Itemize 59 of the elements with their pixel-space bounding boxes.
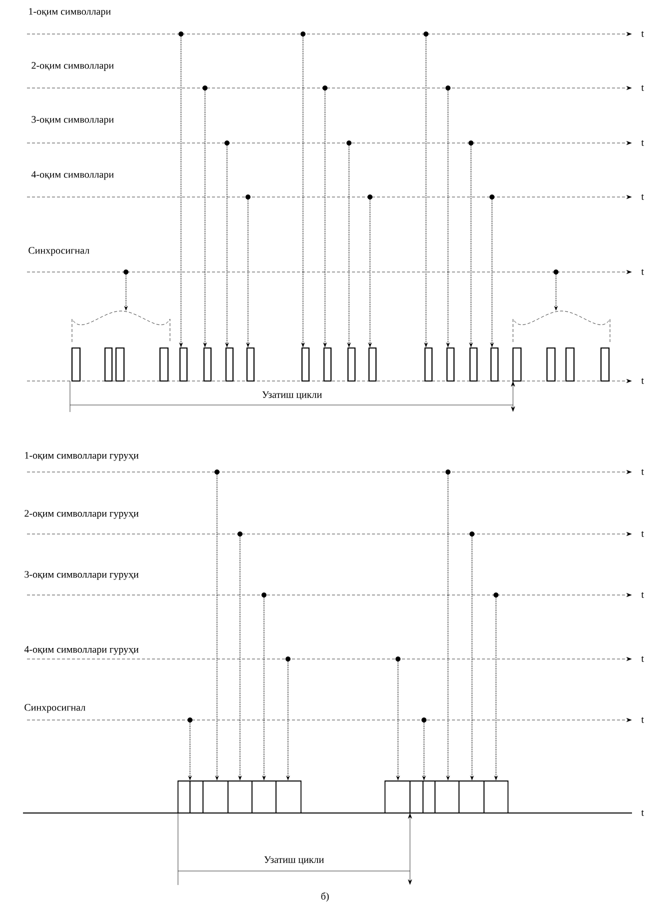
time-slot-box xyxy=(228,780,252,814)
time-slot-box xyxy=(384,780,410,814)
pulse xyxy=(446,347,455,382)
signal-label: 1-оқим символлари xyxy=(29,8,111,17)
signal-label: Синхросигнал xyxy=(28,247,90,256)
axis-label: t xyxy=(641,85,644,91)
time-slot-box xyxy=(434,780,460,814)
time-slot-box xyxy=(252,780,276,814)
time-slot-box xyxy=(276,780,302,814)
axis-label: t xyxy=(641,140,644,146)
axis-label: t xyxy=(641,469,644,475)
pulse xyxy=(246,347,255,382)
axis-label: t xyxy=(641,810,644,816)
axis-label: t xyxy=(641,531,644,537)
pulse xyxy=(323,347,332,382)
dimension-label: Узатиш цикли xyxy=(262,391,322,400)
signal-label: 2-оқим символлари xyxy=(32,62,114,71)
pulse xyxy=(368,347,377,382)
time-slot-box xyxy=(202,780,228,814)
pulse xyxy=(115,347,125,382)
axis-label: t xyxy=(641,656,644,662)
signal-label: 1-оқим символлари гуруҳи xyxy=(25,452,139,461)
pulse xyxy=(512,347,522,382)
time-slot-box xyxy=(458,780,484,814)
time-slot-box xyxy=(178,780,190,814)
pulse xyxy=(424,347,433,382)
pulse xyxy=(203,347,212,382)
pulse xyxy=(600,347,610,382)
signal-label: 4-оқим символлари гуруҳи xyxy=(24,646,139,655)
pulse xyxy=(347,347,356,382)
pulse xyxy=(565,347,575,382)
signal-label: Синхросигнал xyxy=(24,704,86,713)
axis-label: t xyxy=(641,592,644,598)
dashed-bracket xyxy=(512,310,610,342)
axis-label: t xyxy=(641,378,644,384)
pulse xyxy=(179,347,188,382)
dimension-label: Узатиш цикли xyxy=(264,856,324,865)
pulse xyxy=(301,347,310,382)
time-slot-box xyxy=(422,780,436,814)
pulse xyxy=(469,347,478,382)
signal-label: 3-оқим символлари гуруҳи xyxy=(24,571,139,580)
time-slot-box xyxy=(410,780,424,814)
time-slot-box xyxy=(484,780,508,814)
axis-label: t xyxy=(641,194,644,200)
figure-label: б) xyxy=(321,892,329,902)
pulse xyxy=(225,347,234,382)
signal-label: 4-оқим символлари xyxy=(31,171,114,180)
pulse xyxy=(546,347,556,382)
pulse xyxy=(71,347,81,382)
signal-label: 2-оқим символлари гуруҳи xyxy=(24,510,139,519)
pulse xyxy=(159,347,169,382)
axis-label: t xyxy=(641,717,644,723)
dashed-bracket xyxy=(72,310,170,342)
axis-label: t xyxy=(641,269,644,275)
pulse xyxy=(104,347,113,382)
signal-label: 3-оқим символлари xyxy=(32,116,114,125)
pulse xyxy=(490,347,499,382)
time-slot-box xyxy=(190,780,204,814)
axis-label: t xyxy=(641,31,644,37)
